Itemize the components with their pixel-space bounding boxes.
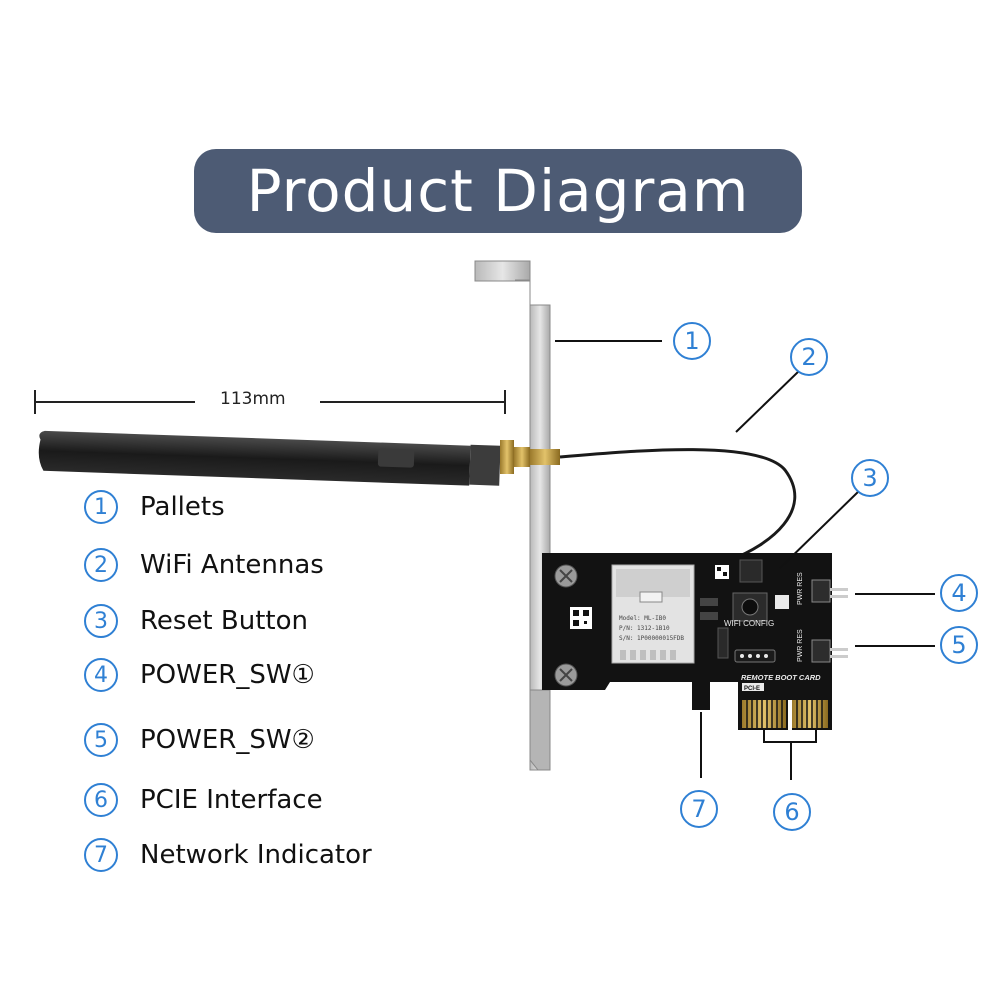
callout-3: 3 bbox=[851, 459, 889, 497]
svg-text:Model: ML-IB0: Model: ML-IB0 bbox=[619, 615, 666, 622]
legend-label: PCIE Interface bbox=[140, 785, 323, 815]
legend-number: 3 bbox=[84, 604, 118, 638]
antenna bbox=[38, 430, 560, 486]
callout-7: 7 bbox=[680, 790, 718, 828]
svg-text:S/N: 1P00000015FDB: S/N: 1P00000015FDB bbox=[619, 635, 684, 642]
legend-label: WiFi Antennas bbox=[140, 550, 324, 580]
board-pwr-res-label-2: PWR RES bbox=[797, 629, 804, 662]
legend-number: 5 bbox=[84, 723, 118, 757]
callout-lines bbox=[555, 340, 935, 780]
svg-text:P/N: 1312-1B10: P/N: 1312-1B10 bbox=[619, 625, 670, 632]
callout-6: 6 bbox=[773, 793, 811, 831]
legend-item-reset-button: 3 Reset Button bbox=[84, 604, 308, 638]
callout-2: 2 bbox=[790, 338, 828, 376]
legend-item-wifi-antennas: 2 WiFi Antennas bbox=[84, 548, 324, 582]
callout-4: 4 bbox=[940, 574, 978, 612]
legend-label: Network Indicator bbox=[140, 840, 372, 870]
legend-number: 4 bbox=[84, 658, 118, 692]
legend-item-pallets: 1 Pallets bbox=[84, 490, 225, 524]
legend-number: 2 bbox=[84, 548, 118, 582]
legend-label: POWER_SW① bbox=[140, 660, 315, 690]
legend-number: 6 bbox=[84, 783, 118, 817]
board-pwr-res-label-1: PWR RES bbox=[797, 572, 804, 605]
metal-bracket bbox=[474, 260, 551, 771]
dimension-label: 113mm bbox=[220, 389, 286, 409]
legend-item-pcie-interface: 6 PCIE Interface bbox=[84, 783, 323, 817]
pcb-board: Model: ML-IB0 P/N: 1312-1B10 S/N: 1P0000… bbox=[542, 553, 832, 730]
legend-number: 1 bbox=[84, 490, 118, 524]
legend-label: POWER_SW② bbox=[140, 725, 315, 755]
legend-item-network-indicator: 7 Network Indicator bbox=[84, 838, 372, 872]
legend-number: 7 bbox=[84, 838, 118, 872]
power-sw-pins bbox=[830, 588, 848, 658]
page-title: Product Diagram bbox=[246, 157, 750, 225]
dimension-line bbox=[34, 390, 506, 414]
board-remote-boot-label: REMOTE BOOT CARD bbox=[741, 673, 821, 682]
legend-item-power-sw-1: 4 POWER_SW① bbox=[84, 658, 315, 692]
board-pcie-label: PCI-E bbox=[744, 686, 760, 692]
legend-item-power-sw-2: 5 POWER_SW② bbox=[84, 723, 315, 757]
title-banner: Product Diagram bbox=[194, 149, 802, 233]
board-wifi-config-label: WIFI CONFIG bbox=[724, 619, 774, 628]
legend-label: Reset Button bbox=[140, 606, 308, 636]
legend-label: Pallets bbox=[140, 492, 225, 522]
callout-1: 1 bbox=[673, 322, 711, 360]
callout-5: 5 bbox=[940, 626, 978, 664]
